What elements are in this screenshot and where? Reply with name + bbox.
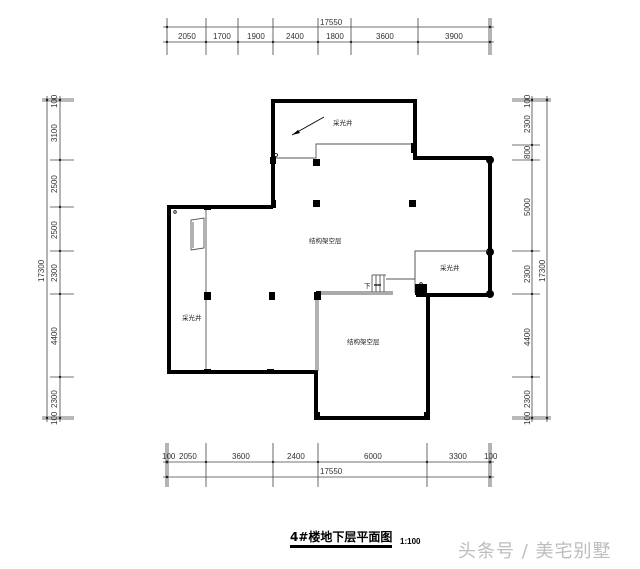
right-dim-5: 2300 (523, 265, 532, 283)
top-dimension-chain (163, 18, 494, 55)
right-dim-8: 100 (523, 411, 532, 425)
room-label-lightwell-top: 采光井 (333, 118, 353, 127)
top-dim-5: 1800 (326, 32, 344, 41)
left-overall-dim: 17300 (37, 259, 46, 282)
left-dim-5: 2300 (50, 264, 59, 282)
top-dim-3: 1900 (247, 32, 265, 41)
bottom-overall-dim: 17550 (320, 467, 343, 476)
bottom-dimension-chain (163, 443, 494, 487)
watermark: 头条号 / 美宅别墅 (458, 541, 612, 562)
top-dim-7: 3900 (445, 32, 463, 41)
top-dim-6: 3600 (376, 32, 394, 41)
top-dim-4: 2400 (286, 32, 304, 41)
right-dim-6: 4400 (523, 328, 532, 346)
room-label-lightwell-left: 采光井 (182, 313, 202, 322)
right-dim-3: 800 (523, 145, 532, 159)
bottom-dim-5: 6000 (364, 452, 382, 461)
bottom-dim-4: 2400 (287, 452, 305, 461)
top-dim-1: 2050 (178, 32, 196, 41)
left-dim-3: 2500 (50, 175, 59, 193)
interior-partitions (190, 143, 488, 371)
drawing-title: 4#楼地下层平面图 (290, 530, 393, 548)
stair-down-label: 下 (364, 282, 371, 290)
bottom-dim-3: 3600 (232, 452, 250, 461)
left-dim-1: 100 (50, 94, 59, 108)
square-columns (204, 143, 428, 416)
left-dim-7: 2300 (50, 390, 59, 408)
room-label-lightwell-right: 采光井 (440, 263, 460, 272)
bottom-dim-1: 100 (162, 452, 176, 461)
right-dimension-chain (512, 96, 551, 422)
right-dim-7: 2300 (523, 390, 532, 408)
right-overall-dim: 17300 (538, 259, 547, 282)
bottom-dim-6: 3300 (449, 452, 467, 461)
left-dim-6: 4400 (50, 327, 59, 345)
left-dim-2: 3100 (50, 124, 59, 142)
left-dimension-chain (42, 96, 74, 422)
right-dim-2: 2300 (523, 115, 532, 133)
drain-markers (173, 153, 423, 286)
top-dim-2: 1700 (213, 32, 231, 41)
right-dim-1: 100 (523, 94, 532, 108)
right-dim-4: 5000 (523, 198, 532, 216)
lightwell-arrow (291, 116, 325, 136)
room-label-structural-void-lower: 结构架空层 (347, 337, 380, 346)
bottom-dim-7: 100 (484, 452, 498, 461)
drawing-scale: 1:100 (400, 537, 421, 546)
room-label-structural-void-upper: 结构架空层 (309, 236, 342, 245)
exterior-walls (167, 99, 492, 420)
left-dim-4: 2500 (50, 221, 59, 239)
top-overall-dim: 17550 (320, 18, 343, 27)
bottom-dim-2: 2050 (179, 452, 197, 461)
round-columns (486, 156, 494, 298)
left-dim-8: 100 (50, 411, 59, 425)
